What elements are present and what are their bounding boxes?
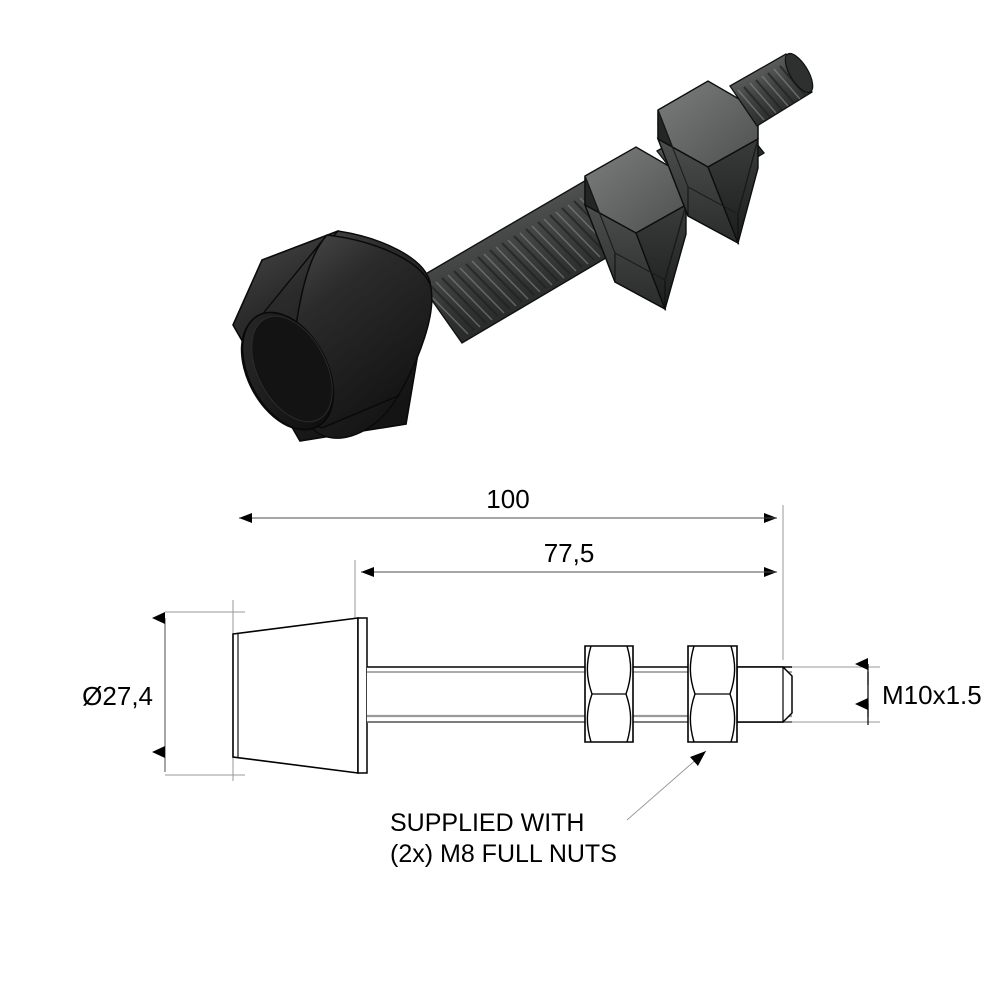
- note-line-1: SUPPLIED WITH: [390, 809, 584, 837]
- thread-end-iso: [729, 52, 814, 127]
- shaft-length-dimension: 77,5: [361, 538, 777, 577]
- hex-nut-2-iso: [656, 80, 759, 246]
- shaft-length-label: 77,5: [544, 538, 595, 568]
- shaft-end-stub: [736, 666, 793, 723]
- note-line-2: (2x) M8 FULL NUTS: [390, 840, 617, 868]
- thread-spec-dimension: M10x1.5: [855, 658, 982, 725]
- cap-diameter-dimension: Ø27,4: [82, 612, 166, 772]
- overall-length-label: 100: [486, 484, 529, 514]
- thread-spec-label: M10x1.5: [882, 680, 982, 710]
- supplied-with-leader: [626, 750, 707, 821]
- cap-diameter-label: Ø27,4: [82, 681, 153, 711]
- hex-nut-2-profile: [687, 645, 738, 743]
- supplied-with-note: SUPPLIED WITH (2x) M8 FULL NUTS: [390, 809, 617, 868]
- hex-nut-1-profile: [584, 645, 634, 743]
- overall-length-dimension: 100: [239, 484, 777, 523]
- hex-nut-1-iso: [583, 146, 687, 312]
- rubber-cap-iso: [232, 230, 433, 442]
- orthographic-view: 100 77,5 Ø27,4 M10x1.5: [82, 484, 982, 868]
- isometric-view: [232, 52, 814, 442]
- rubber-cap-profile: [232, 617, 368, 774]
